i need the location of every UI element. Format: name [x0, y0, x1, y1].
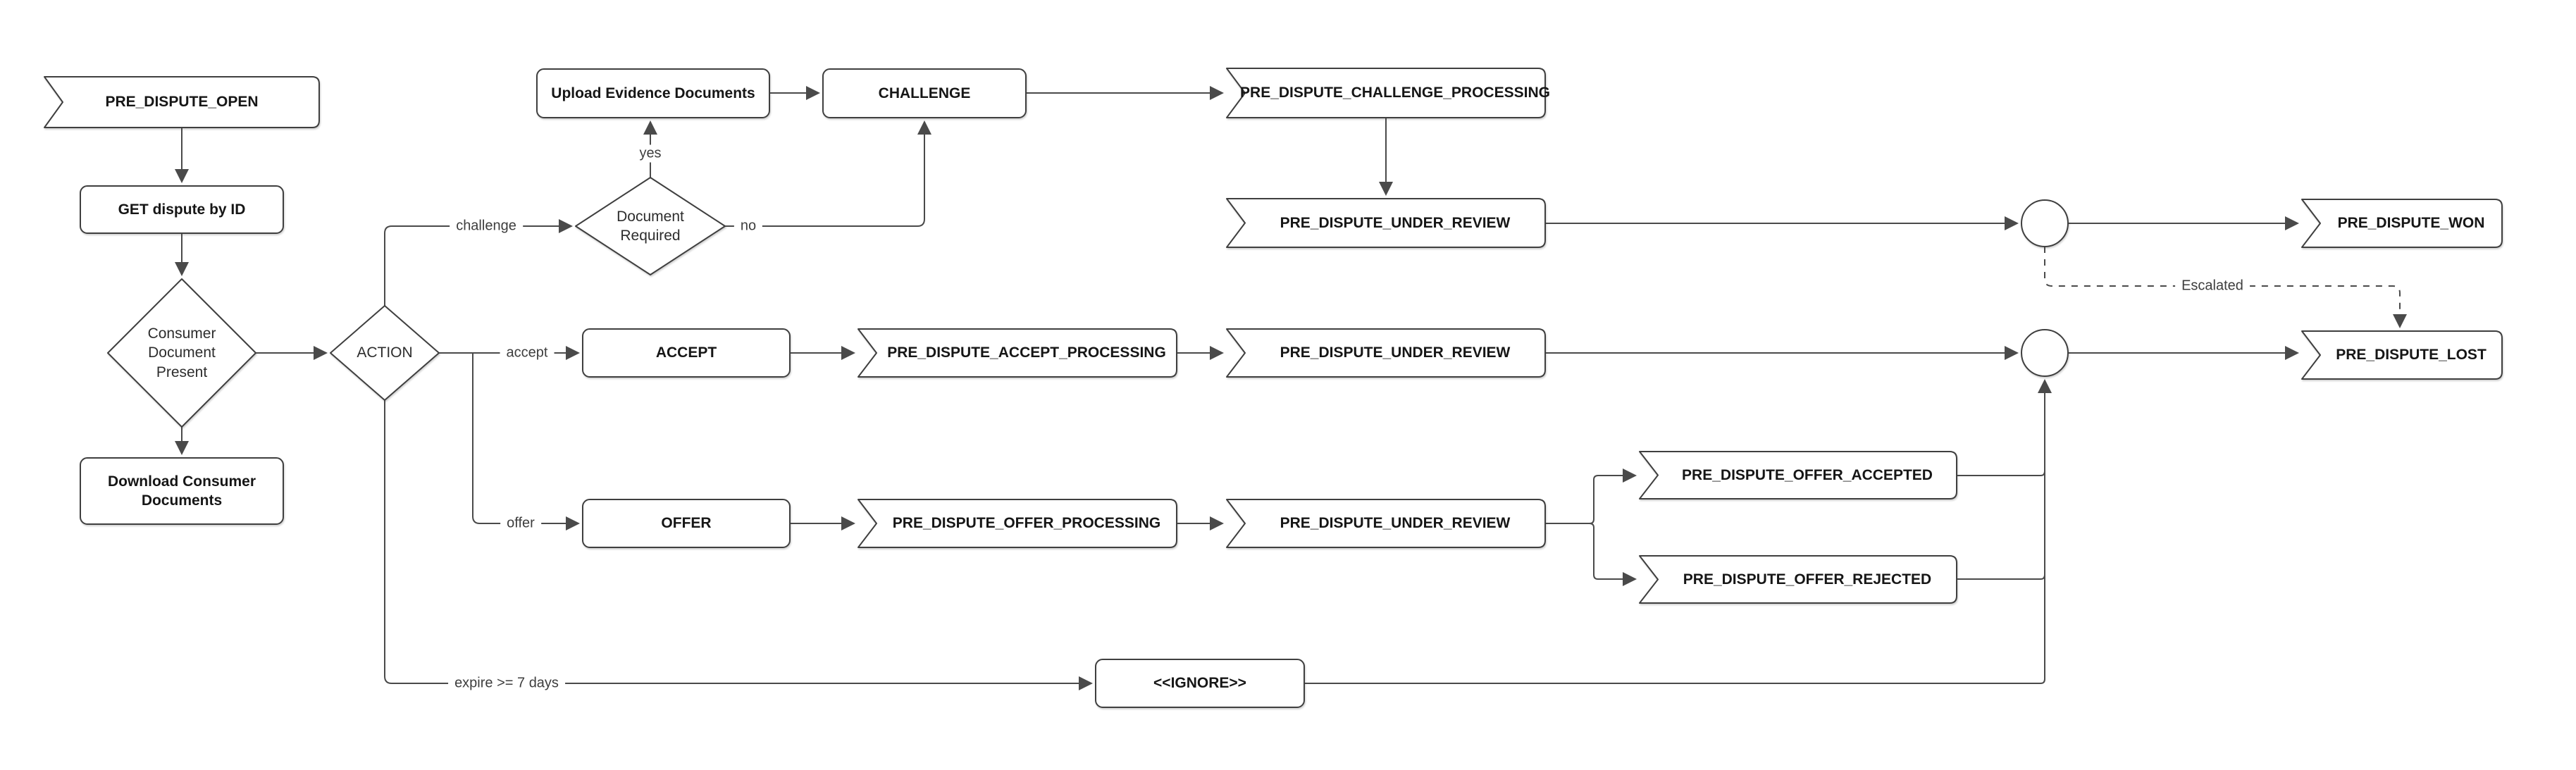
shape-pre-dispute-under-review-offer	[1226, 499, 1546, 548]
shape-pre-dispute-offer-accepted	[1639, 451, 1957, 499]
shape-pre-dispute-open	[44, 76, 320, 128]
edge-action-expire	[384, 400, 1093, 690]
shape-get-dispute-by-id	[80, 185, 284, 234]
shape-pre-dispute-under-review-challenge	[1226, 198, 1546, 248]
shape-pre-dispute-accept-processing	[857, 328, 1177, 378]
shape-accept	[582, 328, 791, 378]
edge-action-challenge	[384, 219, 573, 306]
edge-split-to-offer-accepted	[1589, 468, 1637, 524]
edge-action-offer	[472, 353, 580, 530]
shape-pre-dispute-challenge-processing	[1226, 68, 1546, 118]
shape-pre-dispute-offer-rejected	[1639, 555, 1957, 604]
shape-upload-evidence-documents	[536, 68, 770, 118]
shape-consumer-document-present	[107, 278, 256, 428]
shape-pre-dispute-lost	[2301, 330, 2503, 380]
edge-split-to-offer-rejected	[1589, 523, 1637, 586]
edge-document-required-no	[725, 120, 931, 227]
edge-offer-accepted-merge	[1957, 471, 2045, 476]
flow-edges	[175, 86, 2407, 690]
flow-node-shapes	[44, 68, 2503, 708]
shape-pre-dispute-offer-processing	[857, 499, 1177, 548]
shape-offer	[582, 499, 791, 548]
shape-download-consumer-documents	[80, 457, 284, 525]
shape-action	[330, 305, 440, 401]
shape-pre-dispute-under-review-accept	[1226, 328, 1546, 378]
shape-junction-review-won	[2021, 199, 2069, 247]
shape-ignore	[1095, 659, 1305, 708]
shape-pre-dispute-won	[2301, 199, 2503, 248]
edge-ignore-merge-to-junction2	[1304, 379, 2052, 684]
shape-junction-review-lost	[2021, 329, 2069, 377]
shape-challenge	[822, 68, 1027, 118]
edge-offer-rejected-merge	[1957, 574, 2045, 580]
edge-escalated	[2044, 247, 2407, 328]
shape-document-required	[575, 177, 726, 275]
